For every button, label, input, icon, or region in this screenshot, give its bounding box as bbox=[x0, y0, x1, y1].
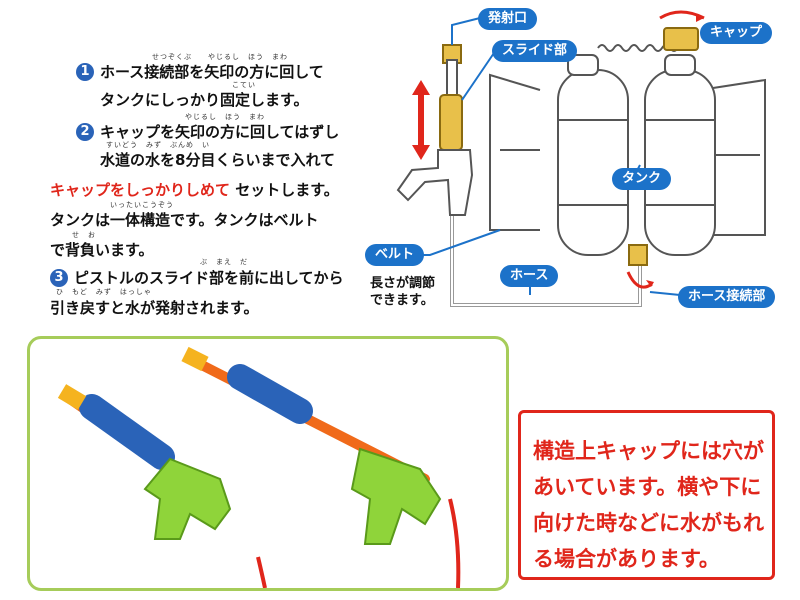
furigana-step1b: こてい bbox=[232, 81, 256, 89]
belt-note-line-2: できます。 bbox=[370, 293, 434, 308]
furigana-step1: せつぞくぶ やじるし ほう まわ bbox=[152, 53, 288, 61]
furigana-step3b: ひ もど みず はっしゃ bbox=[56, 288, 152, 296]
water-pistols-illustration bbox=[57, 346, 461, 588]
step-number-1: 1 bbox=[76, 63, 94, 81]
label-cap: キャップ bbox=[700, 22, 773, 44]
warning-box: 構造上キャップには穴があいています。横や下に向けた時などに水がもれる場合がありま… bbox=[518, 410, 775, 580]
belt-note-line-1: 長さが調節 bbox=[370, 276, 436, 291]
product-photo-frame bbox=[27, 336, 509, 591]
step-2-emphasis-line: キャップをしっかりしめて セットします。 bbox=[50, 178, 339, 202]
step-3-line-2: 引き戻すと水が発射されます。 bbox=[50, 299, 259, 317]
joint-arrow bbox=[626, 271, 653, 289]
belt-frame bbox=[489, 73, 766, 236]
water-pistol-left bbox=[57, 384, 267, 588]
label-slide: スライド部 bbox=[492, 40, 578, 62]
furigana-step3: ぶ まえ だ bbox=[200, 258, 248, 266]
step-2-extra-2: で背負います。 bbox=[50, 241, 154, 259]
furigana-step2d: せ お bbox=[72, 231, 96, 239]
step-2: 2 キャップを矢印の方に回してはずし bbox=[76, 120, 339, 144]
step-3: 3 ピストルのスライド部を前に出してから bbox=[50, 266, 344, 290]
step-2-emphasis: キャップをしっかりしめて bbox=[50, 181, 231, 199]
slide-part bbox=[439, 94, 463, 151]
step-2-extra-1: タンクは一体構造です。タンクはベルト bbox=[50, 211, 319, 229]
step-2-after-emphasis: セットします。 bbox=[235, 181, 339, 199]
label-tank: タンク bbox=[612, 168, 672, 190]
step-2-line-2: 水道の水を8分目くらいまで入れて bbox=[100, 151, 335, 169]
belt-note: 長さが調節 できます。 bbox=[370, 275, 435, 309]
step-3-line-1: ピストルのスライド部を前に出してから bbox=[74, 269, 344, 287]
label-belt: ベルト bbox=[365, 244, 425, 266]
water-pistol-right bbox=[181, 346, 461, 588]
tank-left bbox=[557, 69, 629, 256]
step-1-line-1: ホース接続部を矢印の方に回して bbox=[100, 63, 324, 81]
furigana-step2: やじるし ほう まわ bbox=[185, 113, 265, 121]
tank-right bbox=[644, 69, 716, 256]
step-2-line-1: キャップを矢印の方に回してはずし bbox=[100, 123, 340, 141]
hose-joint-part bbox=[628, 244, 648, 266]
step-number-2: 2 bbox=[76, 123, 94, 141]
furigana-step2b: すいどう みず ぶんめ い bbox=[106, 141, 210, 149]
cap-part bbox=[663, 27, 699, 51]
label-hose-joint: ホース接続部 bbox=[678, 286, 776, 308]
furigana-step2c: いったいこうぞう bbox=[110, 201, 174, 209]
assembly-diagram bbox=[396, 10, 766, 307]
pistol-body bbox=[396, 149, 474, 216]
step-1-line-2: タンクにしっかり固定します。 bbox=[100, 91, 309, 109]
label-hose: ホース bbox=[500, 265, 559, 287]
warning-text: 構造上キャップには穴があいています。横や下に向けた時などに水がもれる場合がありま… bbox=[533, 439, 764, 571]
step-1: 1 ホース接続部を矢印の方に回して bbox=[76, 60, 324, 84]
label-nozzle: 発射口 bbox=[478, 8, 538, 30]
step-number-3: 3 bbox=[50, 269, 68, 287]
